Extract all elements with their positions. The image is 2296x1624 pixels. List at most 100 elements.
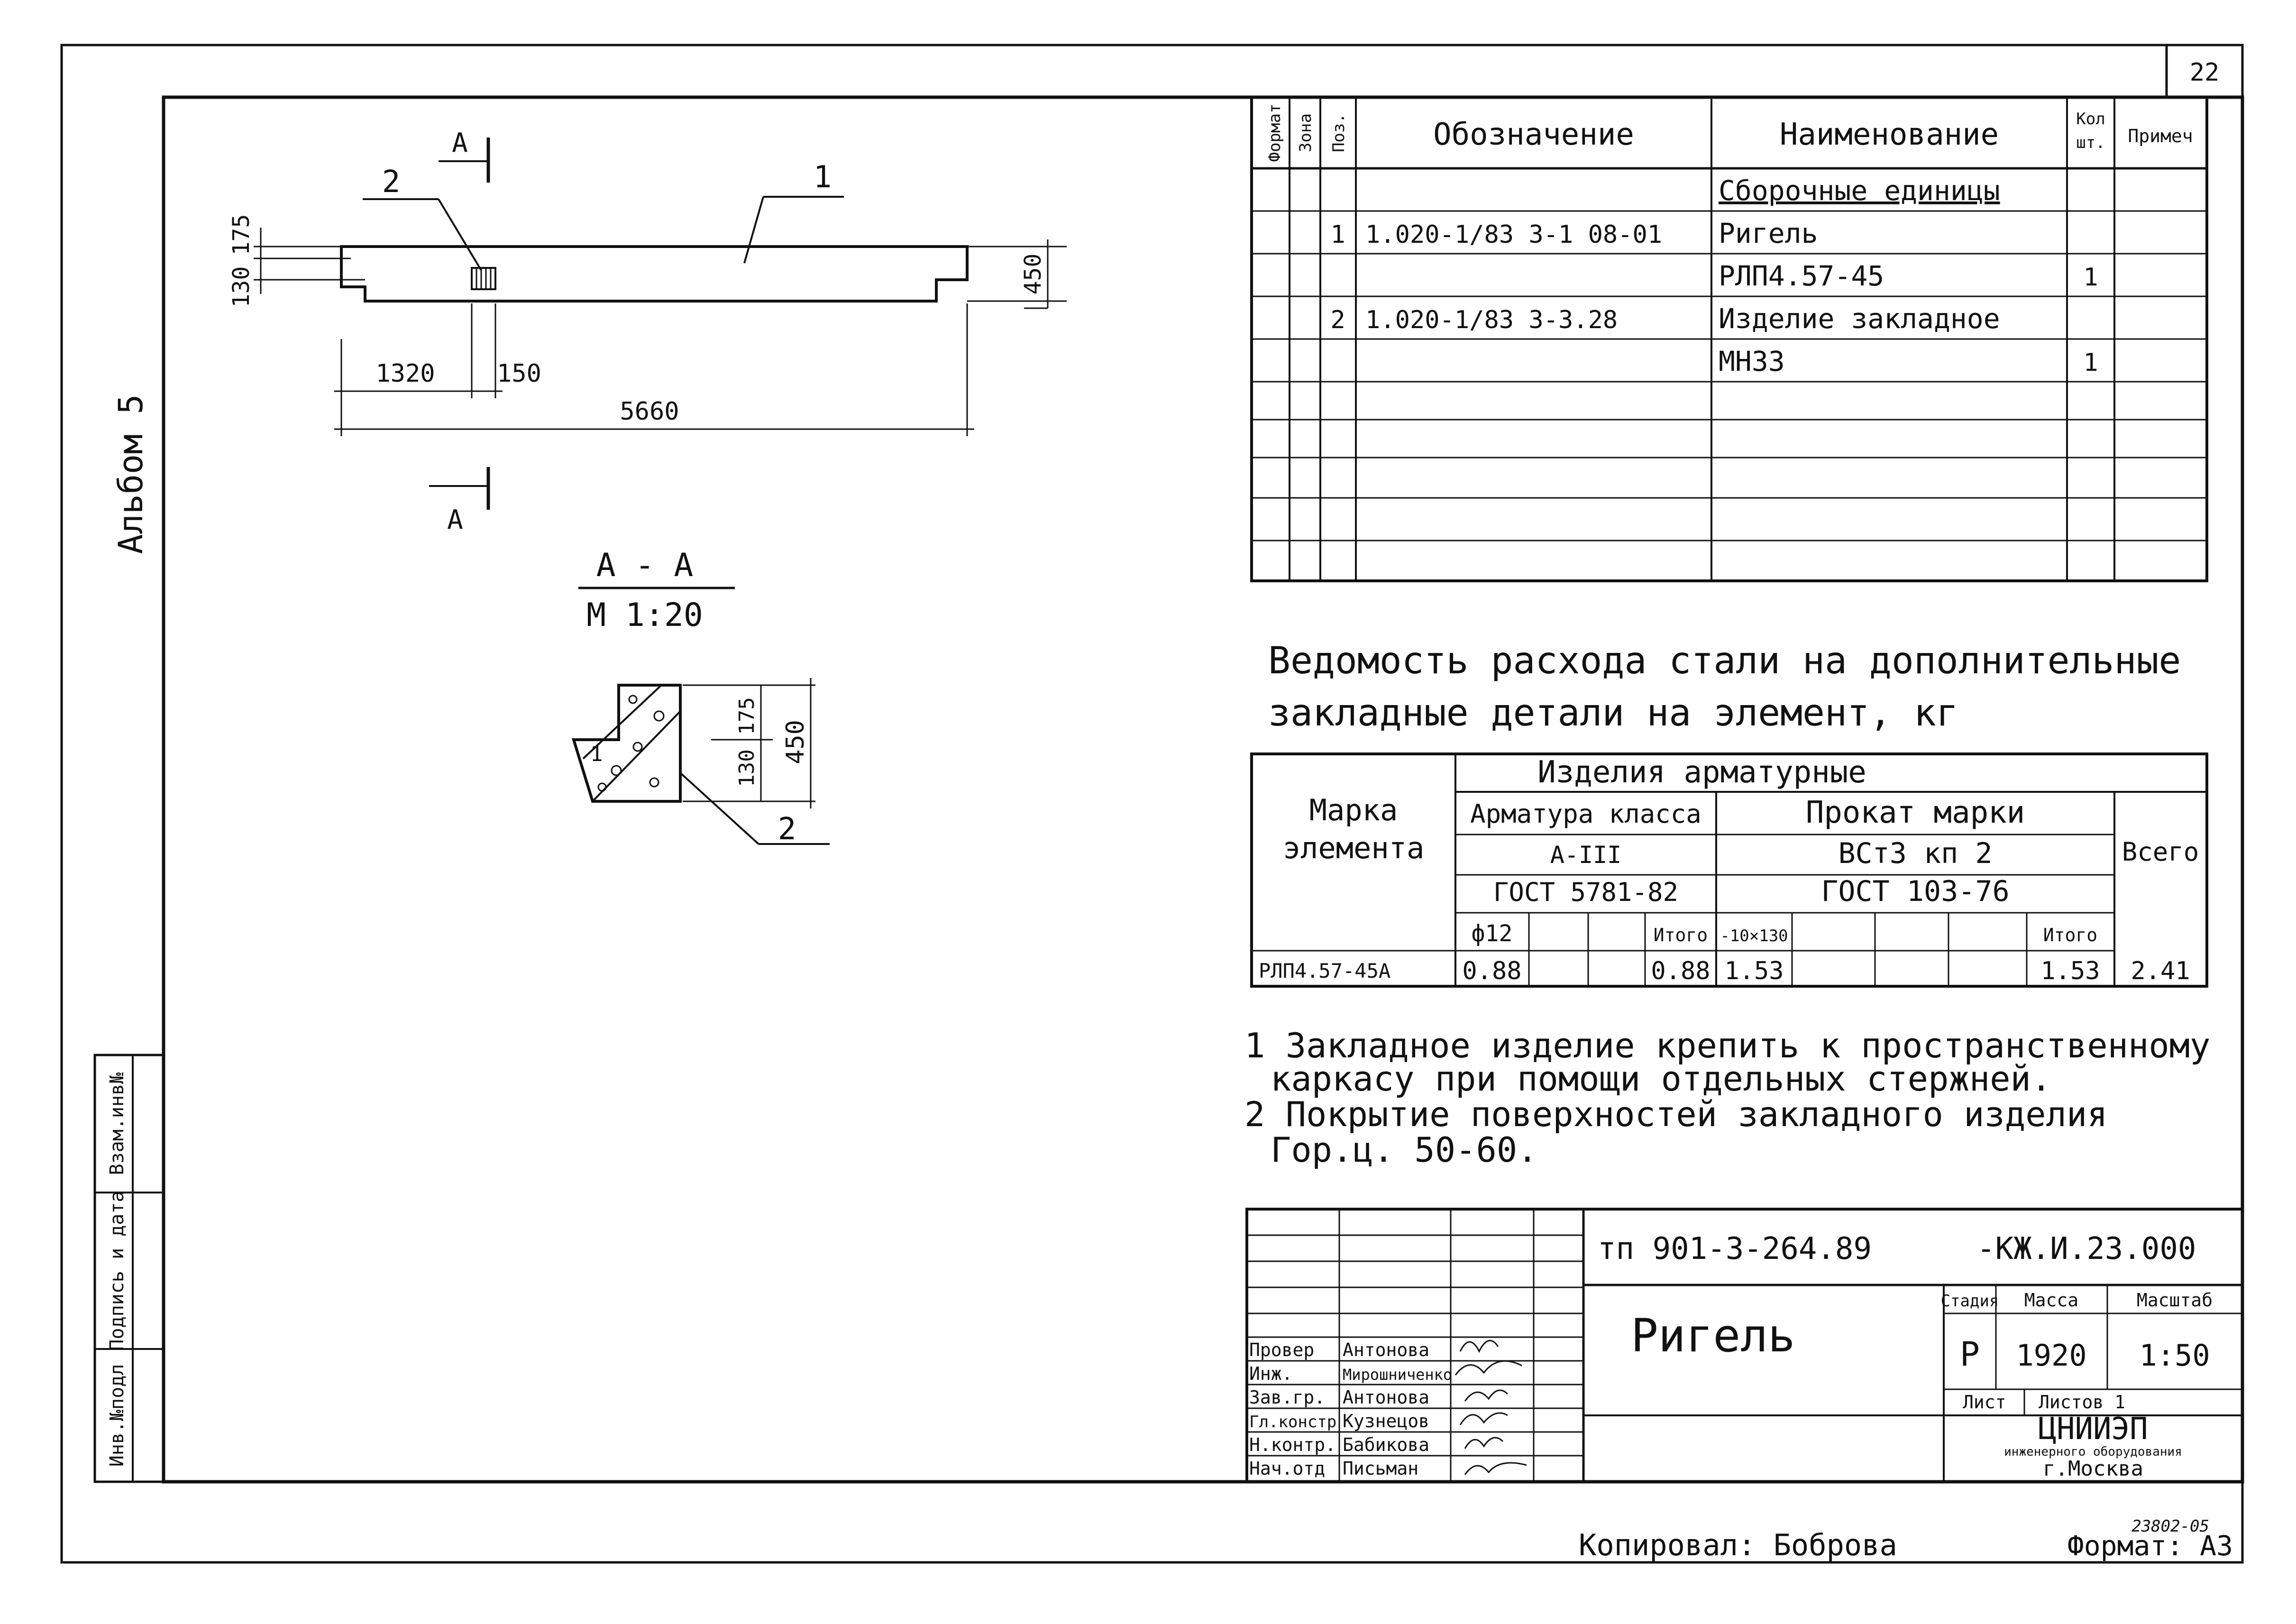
note1-line2: каркасу при помощи отдельных стержней. [1271, 1059, 2051, 1099]
steel-total-header: Всего [2122, 837, 2199, 867]
spec-row3-qty: 1 [2083, 263, 2098, 292]
vzam-inv-label: Взам.инв№ [106, 1073, 128, 1175]
tb-code: -КЖ.И.23.000 [1977, 1231, 2196, 1266]
tb-role-3: Гл.констр [1249, 1413, 1336, 1431]
steel-rebar-gost: ГОСТ 5781-82 [1493, 877, 1678, 907]
tb-name-1: Мирошниченко [1343, 1366, 1452, 1384]
spec-row4-name: Изделие закладное [1719, 303, 2000, 335]
spec-row3-name: РЛП4.57-45 [1719, 260, 1884, 292]
steel-title-line2: закладные детали на элемент, кг [1268, 692, 1958, 734]
hdr-format: Формат [1265, 104, 1284, 162]
pos1-label: 1 [814, 160, 832, 195]
steel-v-itogo1: 0.88 [1651, 957, 1710, 985]
signature-mark [1454, 1360, 1522, 1376]
tb-mass-label: Масса [2024, 1290, 2078, 1311]
dim-175: 175 [228, 214, 255, 256]
tb-role-0: Провер [1249, 1340, 1314, 1360]
steel-rebar-class: Арматура класса [1470, 799, 1701, 829]
spec-row2-designation: 1.020-1/83 3-1 08-01 [1365, 220, 1662, 249]
note1-line1: 1 Закладное изделие крепить к пространст… [1244, 1026, 2210, 1065]
spec-row4-designation: 1.020-1/83 3-3.28 [1365, 306, 1618, 334]
steel-mark-line1: Марка [1309, 793, 1398, 827]
steel-v-total: 2.41 [2131, 957, 2190, 985]
section-outline [571, 684, 682, 803]
tb-role-5: Нач.отд [1249, 1458, 1325, 1479]
hdr-zone: Зона [1296, 113, 1315, 152]
sign-date-label: Подпись и дата [106, 1191, 128, 1350]
hdr-note: Примеч [2128, 126, 2193, 147]
dim-5660: 5660 [620, 397, 679, 426]
hdr-qty-top: Кол [2076, 110, 2105, 128]
dim-450: 450 [1020, 254, 1046, 295]
steel-col-strip: -10×130 [1720, 927, 1788, 945]
title-block: Провер Антонова Инж. Мирошниченко Зав.гр… [1245, 1208, 2244, 1483]
steel-rolled-grade: Прокат марки [1806, 795, 2025, 830]
hdr-qty-bottom: шт. [2076, 133, 2105, 152]
tb-project: тп 901-3-264.89 [1598, 1231, 1872, 1266]
section-mark-bottom: А [447, 505, 463, 535]
tb-role-2: Зав.гр. [1249, 1387, 1325, 1408]
notes: 1 Закладное изделие крепить к пространст… [1244, 1026, 2210, 1170]
steel-products: Изделия арматурные [1537, 755, 1866, 790]
tb-name-2: Антонова [1343, 1387, 1429, 1408]
section-scale: М 1:20 [586, 596, 703, 634]
tb-mass: 1920 [2016, 1338, 2086, 1373]
inner-frame [162, 95, 2244, 1484]
tb-sheet-label: Лист [1963, 1392, 2006, 1413]
note2-line1: 2 Покрытие поверхностей закладного издел… [1244, 1094, 2108, 1134]
section-pos2-label: 2 [778, 812, 796, 847]
tb-role-1: Инж. [1249, 1363, 1293, 1384]
dim-130: 130 [228, 266, 255, 308]
beam-elevation: А А 2 1 175 130 450 1320 150 5 [228, 128, 1067, 535]
tb-org-name: ЦНИИЭП [2038, 1412, 2148, 1447]
tb-org-city: г.Москва [2043, 1457, 2143, 1481]
steel-table: Изделия арматурные Марка элемента Армату… [1250, 752, 2208, 988]
section-mark-top: А [452, 128, 468, 158]
spec-row1-name: Сборочные единицы [1719, 174, 2000, 207]
section-pos1-label: 1 [590, 742, 603, 766]
spec-row5-qty: 1 [2083, 349, 2098, 377]
dim-150: 150 [497, 359, 541, 388]
footer-copied: Копировал: Боброва [1579, 1528, 1897, 1562]
inv-podl-label: Инв.№подл [106, 1364, 128, 1467]
steel-v-itogo2: 1.53 [2040, 957, 2100, 985]
footer-format: Формат: А3 [2067, 1530, 2233, 1562]
steel-mark-line2: элемента [1283, 831, 1425, 865]
steel-title-line1: Ведомость расхода стали на дополнительны… [1268, 640, 2181, 682]
section-title: А - А [596, 547, 694, 584]
tb-org-sub: инженерного оборудования [2004, 1445, 2182, 1459]
hdr-designation: Обозначение [1433, 117, 1634, 152]
tb-role-4: Н.контр. [1249, 1434, 1336, 1455]
section-dim-175: 175 [735, 697, 759, 734]
steel-row-mark: РЛП4.57-45А [1259, 959, 1390, 982]
spec-row2-pos: 1 [1330, 220, 1345, 249]
spec-row4-pos: 2 [1330, 306, 1345, 334]
sheet-number: 22 [2190, 58, 2220, 87]
steel-col-d12: ф12 [1472, 920, 1513, 947]
embedded-part [471, 267, 496, 290]
tb-sheets-label: Листов 1 [2039, 1392, 2125, 1413]
signature-mark [1464, 1462, 1527, 1475]
steel-col-itogo1: Итого [1654, 925, 1708, 945]
steel-rolled-gost: ГОСТ 103-76 [1821, 875, 2009, 908]
tb-name-5: Письман [1343, 1458, 1418, 1479]
signature-mark [1464, 1389, 1509, 1402]
pos2-label: 2 [382, 165, 401, 200]
spec-table: Формат Зона Поз. Обозначение Наименовани… [1250, 96, 2208, 582]
tb-stage-label: Стадия [1941, 1292, 1999, 1311]
dim-1320: 1320 [375, 359, 435, 388]
tb-name-0: Антонова [1343, 1340, 1429, 1360]
tb-stage: Р [1960, 1335, 1980, 1374]
signature-mark [1459, 1340, 1499, 1353]
hdr-name: Наименование [1780, 117, 1999, 152]
signature-mark [1464, 1437, 1504, 1449]
section-aa: А - А М 1:20 1 2 175 130 450 [571, 547, 830, 847]
signature-mark [1459, 1412, 1508, 1425]
steel-rebar-grade: А-III [1550, 841, 1622, 869]
steel-v-d12: 0.88 [1462, 957, 1521, 985]
spec-row5-name: МН33 [1719, 345, 1785, 377]
side-stamp: Инв.№подл Подпись и дата Взам.инв№ [93, 1054, 165, 1483]
steel-col-itogo2: Итого [2043, 925, 2097, 945]
tb-name-3: Кузнецов [1343, 1411, 1429, 1431]
